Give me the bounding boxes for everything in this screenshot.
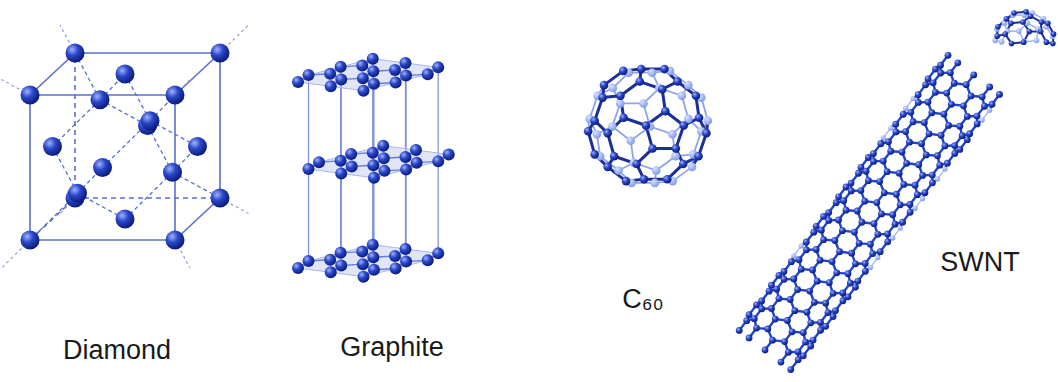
diamond-lattice (2, 25, 249, 268)
allotrope-label: Diamond (63, 334, 171, 366)
nanotube (736, 52, 1003, 373)
allotrope-label: Graphite (340, 331, 444, 363)
allotrope-label: C₆₀ (622, 283, 664, 315)
fullerene-ball (584, 65, 712, 187)
graphite-layers (292, 53, 455, 283)
nanotube-cap (992, 9, 1056, 46)
allotrope-label: SWNT (940, 246, 1019, 278)
